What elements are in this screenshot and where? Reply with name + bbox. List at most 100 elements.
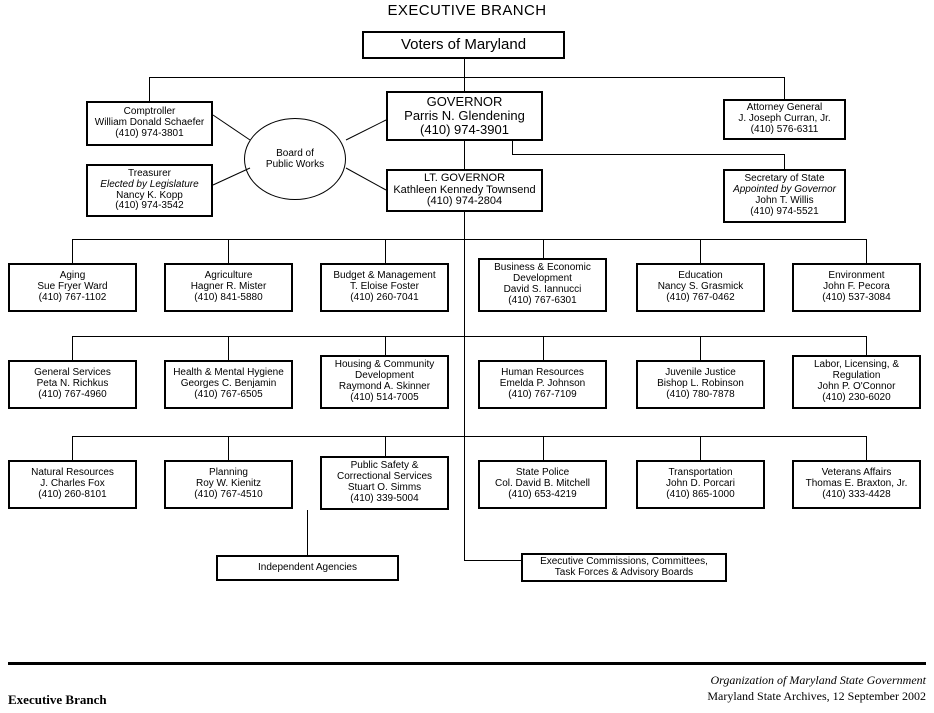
- department-phone: (410) 767-6505: [194, 388, 263, 400]
- node-department[interactable]: Education Nancy S. Grasmick (410) 767-04…: [636, 263, 765, 312]
- connector-main-spine: [464, 212, 465, 560]
- independent-agencies-label: Independent Agencies: [258, 561, 357, 573]
- footer-credits: Organization of Maryland State Governmen…: [707, 672, 926, 704]
- department-name: Labor, Licensing, & Regulation: [813, 359, 900, 382]
- department-head: Georges C. Benjamin: [180, 378, 277, 390]
- department-name: Planning: [209, 467, 248, 479]
- governor-phone: (410) 974-3901: [420, 122, 509, 138]
- connector-row1-bar: [72, 239, 866, 240]
- connector-to-attorney-general: [784, 77, 785, 99]
- comptroller-office: Comptroller: [123, 106, 176, 118]
- voters-label: Voters of Maryland: [400, 35, 527, 53]
- footer-credit-line2: Maryland State Archives, 12 September 20…: [707, 689, 926, 704]
- department-head: Sue Fryer Ward: [37, 281, 108, 293]
- department-name: Business & Economic Development: [494, 262, 591, 285]
- department-head: Bishop L. Robinson: [657, 378, 744, 390]
- department-phone: (410) 537-3084: [822, 291, 891, 303]
- connector-row2-drop-5: [700, 336, 701, 360]
- connector-to-secretary-of-state: [784, 154, 785, 169]
- department-head: John P. O'Connor: [817, 381, 896, 392]
- connector-row3-drop-3: [385, 436, 386, 460]
- department-phone: (410) 865-1000: [666, 488, 735, 500]
- node-department[interactable]: Juvenile Justice Bishop L. Robinson (410…: [636, 360, 765, 409]
- department-head: Peta N. Richkus: [36, 378, 109, 390]
- connector-to-comptroller: [149, 77, 150, 101]
- node-department[interactable]: Natural Resources J. Charles Fox (410) 2…: [8, 460, 137, 509]
- connector-board-diagonals: [212, 114, 387, 191]
- lt-governor-phone: (410) 974-2804: [426, 195, 503, 208]
- department-head: Hagner R. Mister: [190, 281, 267, 293]
- department-head: David S. Iannucci: [503, 284, 582, 295]
- node-department[interactable]: Human Resources Emelda P. Johnson (410) …: [478, 360, 607, 409]
- department-head: Raymond A. Skinner: [338, 381, 431, 392]
- connector-row3-drop-6: [866, 436, 867, 460]
- commissions-line1: Executive Commissions, Committees,: [540, 555, 708, 567]
- department-phone: (410) 767-0462: [666, 291, 735, 303]
- connector-row1-drop-6: [866, 239, 867, 263]
- connector-row3-drop-2: [228, 436, 229, 460]
- node-department[interactable]: Health & Mental Hygiene Georges C. Benja…: [164, 360, 293, 409]
- node-department[interactable]: Public Safety & Correctional Services St…: [320, 456, 449, 510]
- department-head: Nancy S. Grasmick: [657, 281, 744, 293]
- department-name: Budget & Management: [333, 270, 436, 282]
- node-department[interactable]: Budget & Management T. Eloise Foster (41…: [320, 263, 449, 312]
- node-voters-of-maryland[interactable]: Voters of Maryland: [362, 31, 565, 59]
- department-name: Natural Resources: [31, 467, 114, 479]
- node-executive-commissions[interactable]: Executive Commissions, Committees, Task …: [521, 553, 727, 582]
- node-department[interactable]: Planning Roy W. Kienitz (410) 767-4510: [164, 460, 293, 509]
- node-department[interactable]: Environment John F. Pecora (410) 537-308…: [792, 263, 921, 312]
- node-department[interactable]: Business & Economic Development David S.…: [478, 258, 607, 312]
- connector-row2-drop-6: [866, 336, 867, 360]
- node-comptroller[interactable]: Comptroller William Donald Schaefer (410…: [86, 101, 213, 146]
- connector-row2-drop-1: [72, 336, 73, 360]
- connector-row2-drop-2: [228, 336, 229, 360]
- department-head: John D. Porcari: [666, 478, 735, 490]
- department-name: Health & Mental Hygiene: [173, 367, 284, 379]
- node-lt-governor[interactable]: LT. GOVERNOR Kathleen Kennedy Townsend (…: [386, 169, 543, 212]
- department-phone: (410) 767-7109: [508, 388, 577, 400]
- department-name: Veterans Affairs: [821, 467, 892, 479]
- node-department[interactable]: Agriculture Hagner R. Mister (410) 841-5…: [164, 263, 293, 312]
- node-department[interactable]: State Police Col. David B. Mitchell (410…: [478, 460, 607, 509]
- node-attorney-general[interactable]: Attorney General J. Joseph Curran, Jr. (…: [723, 99, 846, 140]
- secretary-of-state-office: Secretary of State: [744, 173, 825, 185]
- node-independent-agencies[interactable]: Independent Agencies: [216, 555, 399, 581]
- department-phone: (410) 767-6301: [508, 294, 577, 306]
- node-board-of-public-works[interactable]: Board of Public Works: [244, 118, 346, 200]
- attorney-general-phone: (410) 576-6311: [750, 123, 819, 135]
- page-title: EXECUTIVE BRANCH: [387, 2, 547, 19]
- department-name: Juvenile Justice: [665, 367, 736, 379]
- department-name: Environment: [828, 270, 885, 282]
- department-name: General Services: [34, 367, 111, 379]
- node-treasurer[interactable]: Treasurer Elected by Legislature Nancy K…: [86, 164, 213, 217]
- treasurer-office: Treasurer: [128, 167, 171, 179]
- department-name: State Police: [515, 467, 570, 479]
- node-department[interactable]: Aging Sue Fryer Ward (410) 767-1102: [8, 263, 137, 312]
- lt-governor-name: Kathleen Kennedy Townsend: [393, 183, 536, 196]
- node-department[interactable]: Housing & Community Development Raymond …: [320, 355, 449, 409]
- node-secretary-of-state[interactable]: Secretary of State Appointed by Governor…: [723, 169, 846, 223]
- department-phone: (410) 514-7005: [350, 391, 419, 403]
- footer-credit-line1: Organization of Maryland State Governmen…: [710, 673, 926, 687]
- secretary-of-state-phone: (410) 974-5521: [750, 205, 819, 217]
- node-governor[interactable]: GOVERNOR Parris N. Glendening (410) 974-…: [386, 91, 543, 141]
- connector-row1-drop-3: [385, 239, 386, 263]
- connector-row1-drop-1: [72, 239, 73, 263]
- department-phone: (410) 767-4510: [194, 488, 263, 500]
- department-name: Public Safety & Correctional Services: [336, 460, 433, 483]
- department-name: Transportation: [668, 467, 733, 479]
- node-department[interactable]: Transportation John D. Porcari (410) 865…: [636, 460, 765, 509]
- treasurer-phone: (410) 974-3542: [115, 200, 184, 212]
- secretary-of-state-name: John T. Willis: [755, 195, 814, 206]
- node-department[interactable]: Veterans Affairs Thomas E. Braxton, Jr. …: [792, 460, 921, 509]
- connector-row1-drop-2: [228, 239, 229, 263]
- connector-row3-drop-1: [72, 436, 73, 460]
- comptroller-phone: (410) 974-3801: [115, 127, 184, 139]
- connector-gov-to-ltgov: [464, 141, 465, 169]
- lt-governor-office: LT. GOVERNOR: [423, 171, 506, 184]
- node-department[interactable]: Labor, Licensing, & Regulation John P. O…: [792, 355, 921, 409]
- secretary-of-state-note: Appointed by Governor: [733, 184, 836, 196]
- department-name: Education: [678, 270, 723, 282]
- commissions-line2: Task Forces & Advisory Boards: [554, 566, 694, 578]
- node-department[interactable]: General Services Peta N. Richkus (410) 7…: [8, 360, 137, 409]
